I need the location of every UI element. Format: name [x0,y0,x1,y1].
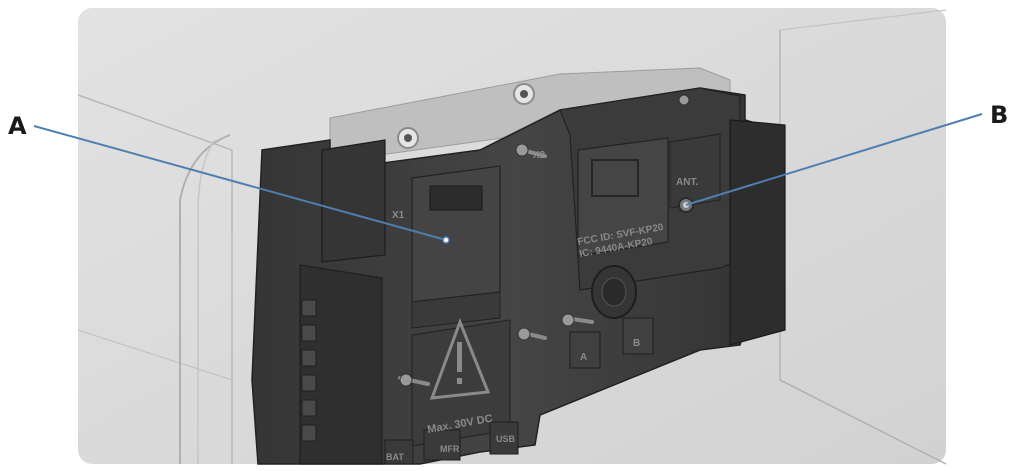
leader-line-a [33,125,447,241]
connector-x1-text: X1 [392,210,405,221]
jack-a [569,331,601,369]
port-bat-text: BAT [386,452,404,462]
jack-b-text: B [633,338,640,349]
port-mfr [423,429,461,461]
port-usb-text: USB [496,434,516,444]
jack-b [622,317,654,355]
connector-x2-text: X2 [533,150,546,161]
port-bat [384,439,414,465]
enclosure-rim-left [179,134,231,464]
warning-triangle-icon [429,317,491,400]
callout-label-b: B [990,101,1009,129]
jack-a-text: A [580,352,587,363]
port-mfr-text: MFR [440,444,460,454]
port-usb [489,421,519,455]
leader-line-b [685,113,983,206]
callout-label-a: A [8,112,27,140]
antenna-text: ANT. [676,177,698,188]
